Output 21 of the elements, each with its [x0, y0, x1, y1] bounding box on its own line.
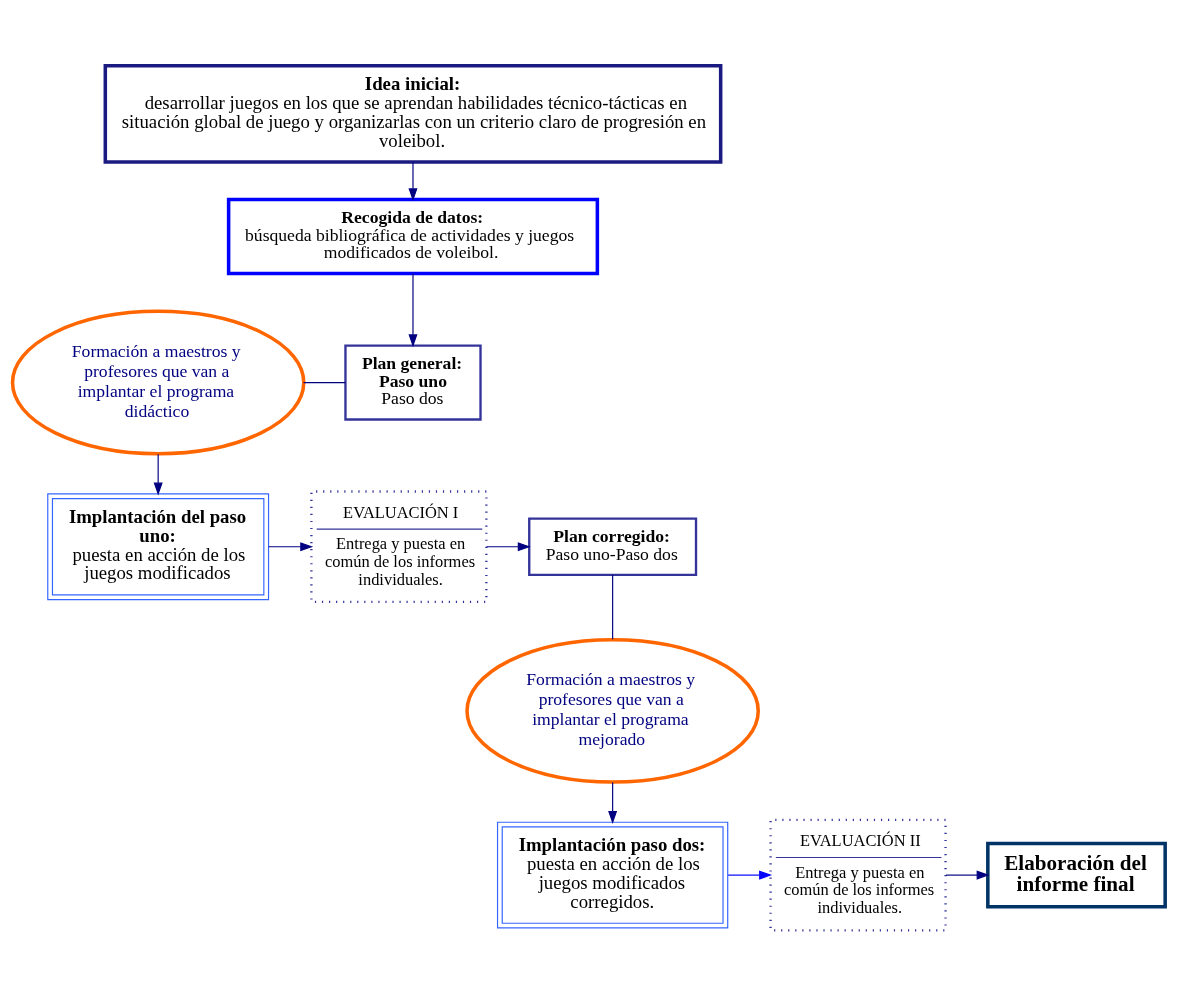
- node-box: Recogida de datos: búsqueda bibliográfica de actividades y juegos modificados de voleibol.: [226, 197, 600, 276]
- node-box: EVALUACIÓN I Entrega y puesta en común de los informes individuales.: [310, 490, 488, 604]
- node-box: Elaboración del informe final: [986, 841, 1167, 909]
- node-box: Plan general: Paso uno Paso dos: [344, 344, 482, 421]
- arrow: [153, 453, 163, 496]
- node-ellipse: Formación a maestros y profesores que van a implantar el programa mejorado: [465, 637, 760, 784]
- arrow: [608, 782, 618, 824]
- arrow: [485, 542, 531, 552]
- connector: [302, 381, 346, 384]
- node-box: Plan corregido: Paso uno-Paso dos: [528, 517, 698, 577]
- arrow: [268, 542, 314, 552]
- node-ellipse: Formación a maestros y profesores que van a implantar el programa didáctico: [10, 309, 306, 456]
- node-box: Implantación del paso uno: puesta en acción de los juegos modificados: [47, 493, 270, 601]
- node-box: Implantación paso dos: puesta en acción de los juegos modificados corregidos.: [496, 821, 729, 929]
- arrow: [408, 161, 418, 202]
- arrow: [945, 870, 990, 880]
- connector: [612, 574, 614, 640]
- node-box: EVALUACIÓN II Entrega y puesta en común de los informes individuales.: [769, 818, 947, 932]
- arrow: [727, 870, 773, 880]
- arrow: [408, 273, 418, 348]
- node-box: Idea inicial: desarrollar juegos en los que se aprendan habilidades técnico-tácticas en situación global de juego y organizarlas con un criterio claro de progresión en voleibol.: [103, 63, 723, 164]
